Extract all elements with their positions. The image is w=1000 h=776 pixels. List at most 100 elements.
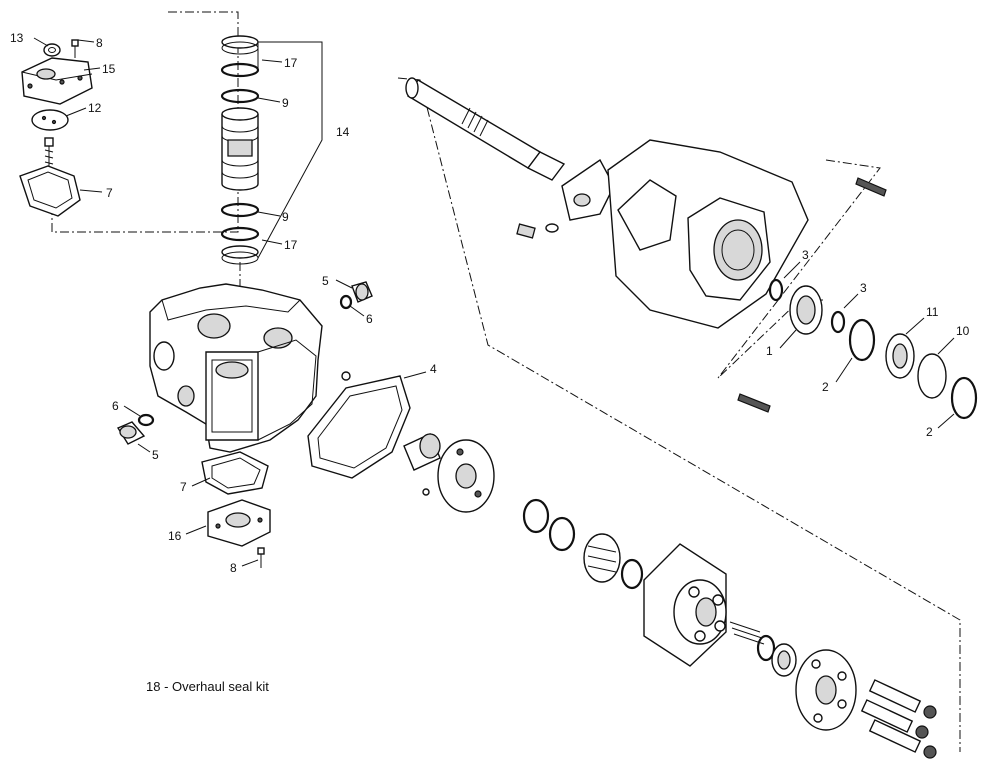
dashed-group-outline-main: [397, 77, 961, 752]
leader-13: [33, 37, 49, 47]
bolt-part-flange-bottom: [737, 393, 771, 413]
leader-17a: [257, 42, 283, 70]
cam-guide-part: [617, 179, 677, 251]
plate-part-16: [207, 499, 271, 547]
ring-part-17-top: [221, 35, 259, 55]
leader-3b: [843, 293, 859, 309]
callout-6-left: 6: [112, 399, 119, 413]
callout-5-left: 5: [152, 448, 159, 462]
seal-part-11: [885, 333, 915, 379]
needle-bearing-part: [403, 433, 441, 471]
leader-12: [65, 107, 87, 117]
retainer-ring-part: [756, 634, 776, 662]
retainer-plate-part: [795, 649, 857, 731]
leader-8a: [77, 39, 95, 43]
callout-4: 4: [430, 362, 437, 376]
leader-7a: [79, 189, 103, 193]
leader-6b: [123, 405, 141, 417]
spherical-bushing-part: [771, 643, 797, 677]
snap-ring-part-2-top: [848, 318, 876, 362]
callout-8-bottom: 8: [230, 561, 237, 575]
piston-set-part: [860, 679, 937, 759]
pin-part-small: [545, 223, 559, 233]
pin-part: [341, 371, 351, 381]
callout-12: 12: [88, 101, 102, 115]
oring-part-17a: [220, 62, 260, 78]
leader-2b: [937, 413, 955, 429]
gasket-part-7-bottom: [201, 451, 269, 495]
ring-rotating-2: [548, 516, 576, 552]
callout-16: 16: [168, 529, 182, 543]
spring-part: [583, 533, 621, 583]
ring-part-17-bottom: [221, 245, 259, 265]
washer-part-10: [917, 353, 947, 399]
callout-7-bottom: 7: [180, 480, 187, 494]
bolt-part-8-bottom: [257, 547, 265, 568]
disc-part-12: [31, 109, 69, 131]
callout-9-top: 9: [282, 96, 289, 110]
leader-9b: [257, 211, 281, 217]
oring-part-17b: [220, 226, 260, 242]
leader-9a: [257, 97, 281, 103]
gasket-part-4: [307, 375, 411, 479]
gasket-part-7-top: [19, 165, 81, 217]
oring-part-9-top: [220, 88, 260, 104]
ring-part-3-right: [830, 310, 846, 334]
leader-14-bracket: [257, 41, 323, 259]
callout-9-bottom: 9: [282, 210, 289, 224]
leader-2a: [835, 357, 853, 383]
leader-1: [779, 329, 797, 349]
bolt-part-flange-top: [855, 177, 887, 197]
dashed-group-outline-cover: [51, 11, 239, 233]
bearing-part-1: [789, 285, 823, 335]
plug-part-5-left: [116, 421, 146, 445]
leader-4: [403, 371, 427, 379]
leader-3a: [783, 261, 801, 279]
callout-2-top: 2: [822, 380, 829, 394]
dowel-part: [422, 488, 430, 496]
callout-1: 1: [766, 344, 773, 358]
callout-6-right: 6: [366, 312, 373, 326]
screw-part: [44, 137, 54, 168]
leader-5b: [137, 443, 151, 453]
leader-16: [185, 525, 207, 535]
leader-8b: [241, 559, 259, 567]
callout-2-bottom: 2: [926, 425, 933, 439]
leader-15: [83, 67, 101, 71]
leader-17b: [261, 239, 283, 245]
ring-part-3-left: [768, 278, 784, 302]
callout-14: 14: [336, 125, 350, 139]
leader-7b: [191, 477, 211, 487]
leader-5a: [335, 279, 353, 289]
snap-ring-part-2-bottom: [950, 376, 978, 420]
callout-5-right: 5: [322, 274, 329, 288]
cylinder-block-part: [643, 543, 727, 667]
sleeve-part: [221, 107, 259, 191]
callout-17-top: 17: [284, 56, 298, 70]
oring-part-6-left: [137, 413, 155, 427]
drive-shaft-part: [405, 77, 566, 181]
housing-body: [149, 283, 323, 453]
callout-11: 11: [926, 305, 939, 319]
callout-13: 13: [10, 31, 24, 45]
swashplate-part: [561, 158, 615, 221]
callout-3-left: 3: [802, 248, 809, 262]
callout-7-top: 7: [106, 186, 113, 200]
callout-17-bottom: 17: [284, 238, 298, 252]
plug-part-5-right: [351, 281, 373, 303]
nut-part-13: [43, 43, 61, 57]
callout-8-top: 8: [96, 36, 103, 50]
oring-part-9-bottom: [220, 202, 260, 218]
dashed-group-outline-bearing: [717, 159, 881, 379]
callout-15: 15: [102, 62, 116, 76]
bolt-part-8-top: [71, 39, 79, 58]
oring-part-6-right: [339, 294, 353, 310]
overhaul-seal-kit-caption: 18 - Overhaul seal kit: [146, 679, 269, 694]
key-part: [516, 223, 536, 239]
callout-10: 10: [956, 324, 970, 338]
leader-11: [905, 317, 925, 335]
port-plate-part: [437, 439, 495, 513]
cover-plate-part-15: [21, 57, 93, 105]
leader-6a: [349, 305, 365, 317]
